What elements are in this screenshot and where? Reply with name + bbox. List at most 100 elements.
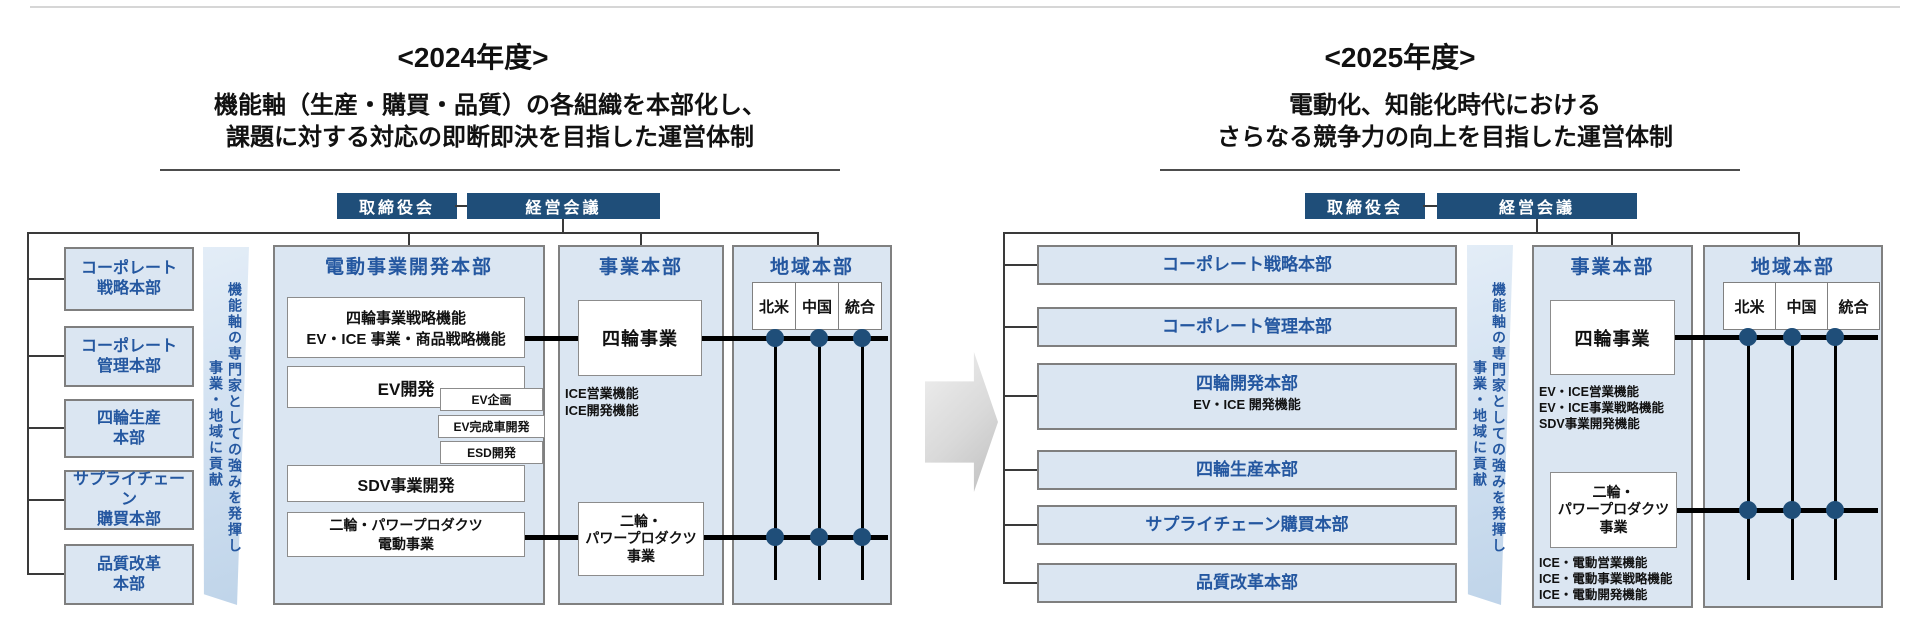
board-exec-connector-right (1423, 205, 1437, 207)
region-north-america-right: 北米 (1724, 283, 1776, 329)
region-line-3-left (861, 330, 864, 580)
auto-row-connector-right (1675, 335, 1878, 340)
auto-development-note: EV・ICE 開発機能 (1193, 397, 1301, 413)
node-dot (766, 528, 784, 546)
banner-text-2-left: 事業・地域に貢献 (208, 360, 224, 488)
left-spine-left (27, 232, 29, 575)
executive-council-bar-right: 経営会議 (1437, 193, 1637, 219)
region-line-2-left (818, 330, 821, 580)
hq-box-quality-reform-left: 品質改革 本部 (64, 544, 194, 605)
business-hq-title-left: 事業本部 (598, 257, 683, 278)
ev-complete-vehicle-dev-box: EV完成車開発 (438, 415, 545, 438)
stub-1-right (1003, 264, 1037, 266)
node-dot (853, 329, 871, 347)
auto-row-connector-a-left (525, 336, 578, 341)
ev-dev-hq-title: 電動事業開発本部 (324, 257, 493, 278)
stub-3-right (1003, 395, 1037, 397)
board-of-directors-bar-left: 取締役会 (337, 193, 457, 219)
stub-3-left (27, 427, 64, 429)
stub-2-left (27, 355, 64, 357)
banner-text-1-right: 機能軸の専門家としての強みを発揮し (1491, 282, 1507, 554)
region-line-1-right (1747, 330, 1750, 580)
bus-drop-regional-left (817, 232, 819, 246)
bus-drop-business-right (1611, 232, 1613, 246)
node-dot (1826, 501, 1844, 519)
node-dot (1783, 501, 1801, 519)
hq-box-supplychain-purchasing-left: サプライチェーン 購買本部 (64, 470, 194, 530)
auto-row-connector-b-left (702, 336, 888, 341)
hq-box-supplychain-purchasing-right: サプライチェーン購買本部 (1037, 505, 1457, 545)
auto-business-box-right: 四輪事業 (1550, 300, 1675, 375)
moto-row-connector-right (1677, 508, 1878, 513)
bus-line-right (1003, 232, 1800, 234)
hq-box-corporate-strategy-right: コーポレート戦略本部 (1037, 245, 1457, 285)
moto-row-connector-a-left (525, 535, 578, 540)
stub-5-right (1003, 524, 1037, 526)
node-dot (853, 528, 871, 546)
board-of-directors-bar-right: 取締役会 (1305, 193, 1425, 219)
auto-business-notes-left: ICE営業機能 ICE開発機能 (565, 386, 639, 418)
fy2024-description: 機能軸（生産・購買・品質）の各組織を本部化し、 課題に対する対応の即断即決を目指… (214, 92, 766, 151)
region-line-3-right (1834, 330, 1837, 580)
hq-box-auto-production-left: 四輪生産 本部 (64, 399, 194, 458)
esd-dev-box: ESD開発 (440, 441, 543, 464)
banner-text-2-right: 事業・地域に貢献 (1472, 360, 1488, 488)
hq-box-corporate-admin-right: コーポレート管理本部 (1037, 307, 1457, 347)
region-boxes-right: 北米 中国 統合 (1723, 282, 1880, 330)
region-china-right: 中国 (1776, 283, 1828, 329)
fy2025-title: <2025年度> (1324, 42, 1476, 73)
bus-line-left (27, 232, 819, 234)
regional-hq-title-right: 地域本部 (1750, 257, 1835, 278)
executive-council-bar-left: 経営会議 (467, 193, 660, 219)
bus-drop-evdev-left (408, 232, 410, 246)
sdv-business-dev-box: SDV事業開発 (287, 465, 525, 502)
node-dot (1826, 328, 1844, 346)
auto-development-label: 四輪開発本部 (1196, 374, 1298, 393)
stub-6-right (1003, 582, 1037, 584)
node-dot (810, 329, 828, 347)
ev-planning-box: EV企画 (440, 388, 543, 411)
transition-arrow-icon (925, 352, 998, 492)
motorcycle-business-box-right: 二輪・ パワープロダクツ 事業 (1550, 472, 1677, 548)
region-line-1-left (774, 330, 777, 580)
stub-1-left (27, 278, 64, 280)
node-dot (1739, 328, 1757, 346)
motorcycle-electric-business-box: 二輪・パワープロダクツ 電動事業 (287, 512, 525, 557)
left-spine-right (1003, 232, 1005, 584)
fy2025-description: 電動化、知能化時代における さらなる競争力の向上を目指した運営体制 (1217, 92, 1673, 151)
hq-box-quality-reform-right: 品質改革本部 (1037, 563, 1457, 603)
motorcycle-business-notes-right: ICE・電動営業機能 ICE・電動事業戦略機能 ICE・電動開発機能 (1539, 556, 1673, 602)
bus-drop-regional-right (1798, 232, 1800, 246)
fy2024-description-underline (160, 169, 840, 171)
region-north-america-left: 北米 (753, 283, 796, 329)
node-dot (766, 329, 784, 347)
fy2024-title: <2024年度> (397, 42, 549, 73)
region-china-left: 中国 (796, 283, 839, 329)
region-integrated-right: 統合 (1838, 298, 1869, 316)
banner-text-1-left: 機能軸の専門家としての強みを発揮し (227, 282, 243, 554)
exec-drop-line-left (562, 219, 564, 233)
hq-box-corporate-admin-left: コーポレート 管理本部 (64, 326, 194, 387)
motorcycle-business-box-left: 二輪・ パワープロダクツ 事業 (578, 502, 704, 576)
fy2025-description-underline (1160, 169, 1740, 171)
auto-business-box-left: 四輪事業 (578, 300, 702, 376)
board-exec-connector-left (455, 205, 469, 207)
stub-4-right (1003, 469, 1037, 471)
hq-box-corporate-strategy-left: コーポレート 戦略本部 (64, 247, 194, 311)
bus-drop-business-left (640, 232, 642, 246)
regional-hq-title-left: 地域本部 (769, 257, 854, 278)
auto-strategy-function-box: 四輪事業戦略機能 EV・ICE 事業・商品戦略機能 (287, 297, 525, 358)
exec-drop-line-right (1536, 219, 1538, 233)
node-dot (1783, 328, 1801, 346)
auto-business-notes-right: EV・ICE営業機能 EV・ICE事業戦略機能 SDV事業開発機能 (1539, 385, 1665, 431)
region-boxes-left: 北米 中国 統合 (752, 282, 882, 330)
stub-4-left (27, 499, 64, 501)
node-dot (810, 528, 828, 546)
region-line-2-right (1791, 330, 1794, 580)
stub-5-left (27, 573, 64, 575)
stub-2-right (1003, 326, 1037, 328)
moto-row-connector-b-left (704, 535, 888, 540)
business-hq-title-right: 事業本部 (1570, 257, 1655, 278)
hq-box-auto-production-right: 四輪生産本部 (1037, 450, 1457, 490)
